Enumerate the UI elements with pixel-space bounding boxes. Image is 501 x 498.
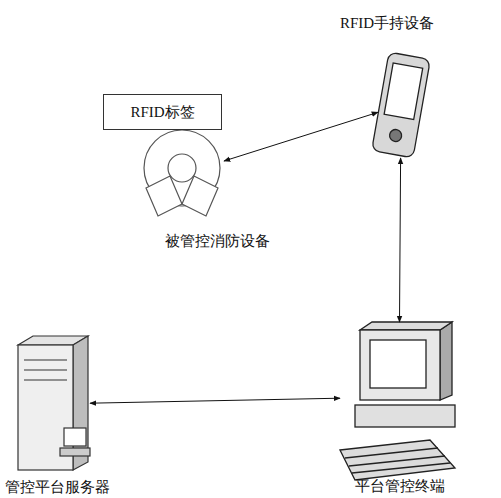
hose-right [182, 176, 218, 216]
mini-keyboard [60, 448, 90, 456]
equipment-node: 被管控消防设备 [142, 130, 224, 218]
monitor-front [360, 330, 440, 400]
handheld-body [372, 52, 431, 158]
fire-equipment-icon [144, 130, 220, 216]
handheld-screen [384, 63, 423, 119]
server-node: 管控平台服务器 [15, 336, 90, 472]
handheld-icon [372, 52, 431, 158]
double-arrow [90, 398, 340, 403]
server-slot [24, 369, 67, 370]
node-caption: 平台管控终端 [355, 477, 445, 495]
node-label: RFID标签 [130, 103, 194, 121]
monitor-screen [370, 340, 426, 388]
handheld-node: RFID手持设备 [378, 52, 424, 158]
node-caption: RFID手持设备 [340, 14, 434, 32]
terminal-node: 平台管控终端 [340, 322, 458, 472]
equipment-core [168, 154, 196, 182]
handheld-button [389, 129, 403, 143]
pc-base [355, 405, 455, 427]
keyboard [340, 440, 455, 480]
hose-left [146, 176, 182, 216]
server-icon [18, 336, 90, 470]
monitor-side [440, 322, 452, 400]
server-slot [24, 379, 67, 380]
terminal-icon [340, 322, 455, 480]
node-caption: 被管控消防设备 [165, 232, 270, 250]
double-arrow [400, 158, 401, 322]
node-caption: 管控平台服务器 [5, 478, 110, 496]
mini-monitor [64, 428, 86, 446]
monitor-top [360, 322, 452, 330]
key-row [352, 463, 450, 473]
key-row [345, 448, 438, 458]
label-box: RFID标签 [103, 94, 222, 130]
server-slot [24, 359, 67, 360]
double-arrow [224, 112, 378, 161]
